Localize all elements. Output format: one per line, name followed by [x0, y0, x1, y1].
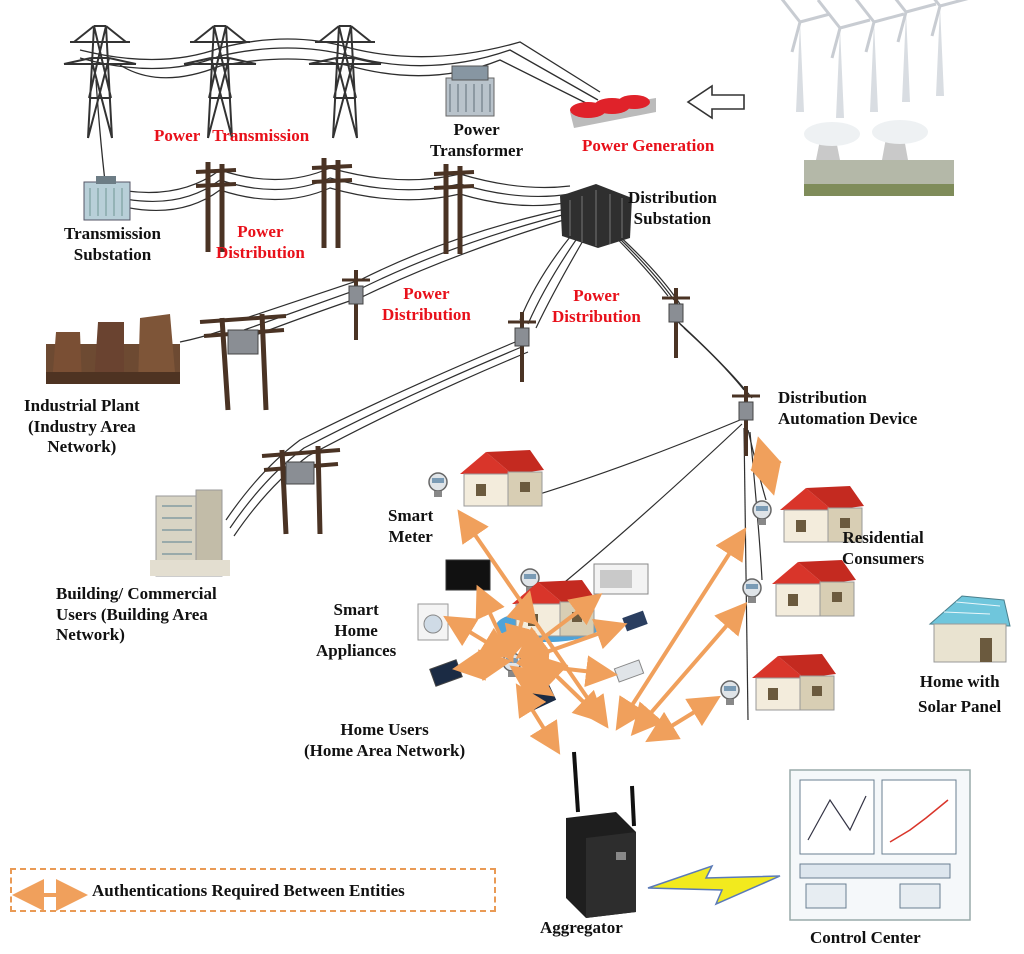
distribution-pole-2	[312, 158, 352, 248]
auth-arrow-laptop-2	[509, 665, 555, 697]
power-transmission-word-2: Transmission	[212, 126, 310, 145]
control-center-image	[789, 769, 971, 921]
distribution-transformer-pole-3	[660, 286, 692, 360]
transmission-tower-1	[63, 25, 137, 139]
home-users-label: Home Users (Home Area Network)	[304, 720, 466, 760]
distribution-substation-label: Distribution Substation	[628, 188, 717, 228]
auth-arrow-tablet	[452, 648, 512, 682]
distribution-transformer-pole-1	[340, 268, 372, 342]
power-generation-label: Power Generation	[582, 136, 715, 155]
smart-meter-residential-3	[720, 680, 740, 706]
smart-meter-residential-2	[742, 578, 762, 604]
distribution-substation-image	[560, 184, 632, 248]
power-distribution-label-3: Power Distribution	[552, 286, 641, 326]
building-commercial-label: Building/ Commercial Users (Building Are…	[56, 584, 217, 645]
industrial-plant-image	[46, 314, 180, 384]
power-transformer-image	[445, 65, 495, 117]
solar-home-image	[928, 595, 1011, 663]
home-solar-panel-label: Home with Solar Panel	[918, 672, 1002, 716]
industrial-plant-label: Industrial Plant (Industry Area Network)	[24, 396, 140, 457]
transmission-wires	[79, 38, 601, 191]
auth-arrow-residential-3	[645, 695, 721, 743]
transmission-substation-image	[83, 176, 131, 221]
building-pole	[261, 445, 341, 535]
house-residential-3	[751, 653, 837, 711]
auth-arrow-washer	[443, 615, 513, 659]
smart-meter-label: Smart Meter	[388, 506, 434, 546]
auth-arrow-residential-2	[630, 601, 748, 737]
aggregator-label: Aggregator	[540, 918, 623, 937]
smart-meter-home	[428, 472, 448, 498]
auth-arrow-hub	[504, 590, 538, 658]
power-distribution-label-1: Power Distribution	[216, 222, 305, 262]
power-transformer-label: Power Transformer	[430, 120, 524, 160]
residential-consumers-label: Residential Consumers	[842, 528, 925, 568]
wireless-link-bolt	[647, 864, 781, 906]
smart-meter-residential-1	[752, 500, 772, 526]
transmission-tower-3	[308, 25, 382, 139]
power-transmission-label: Power Transmission	[154, 126, 309, 147]
aggregator-image	[566, 751, 636, 918]
legend-box	[10, 868, 496, 912]
building-image	[150, 489, 230, 577]
control-center-label: Control Center	[810, 928, 921, 947]
industrial-pole	[199, 313, 287, 411]
smart-home-appliances-label: Smart Home Appliances	[316, 600, 397, 661]
auth-arrow-automation	[750, 436, 782, 496]
power-transmission-word-1: Power	[154, 126, 200, 145]
transmission-substation-label: Transmission Substation	[64, 224, 161, 264]
authentication-arrows	[12, 436, 782, 911]
distribution-transformer-pole-2	[506, 310, 538, 384]
house-smart-meter	[459, 449, 545, 507]
power-distribution-label-2: Power Distribution	[382, 284, 471, 324]
power-plant-image	[804, 120, 954, 196]
distribution-automation-label: Distribution Automation Device	[778, 388, 918, 428]
transmission-tower-2	[183, 25, 257, 139]
wind-farm-image	[776, 0, 972, 120]
legend-text: Authentications Required Between Entitie…	[92, 881, 405, 900]
generation-arrow	[686, 84, 745, 120]
generator-image	[570, 95, 656, 128]
